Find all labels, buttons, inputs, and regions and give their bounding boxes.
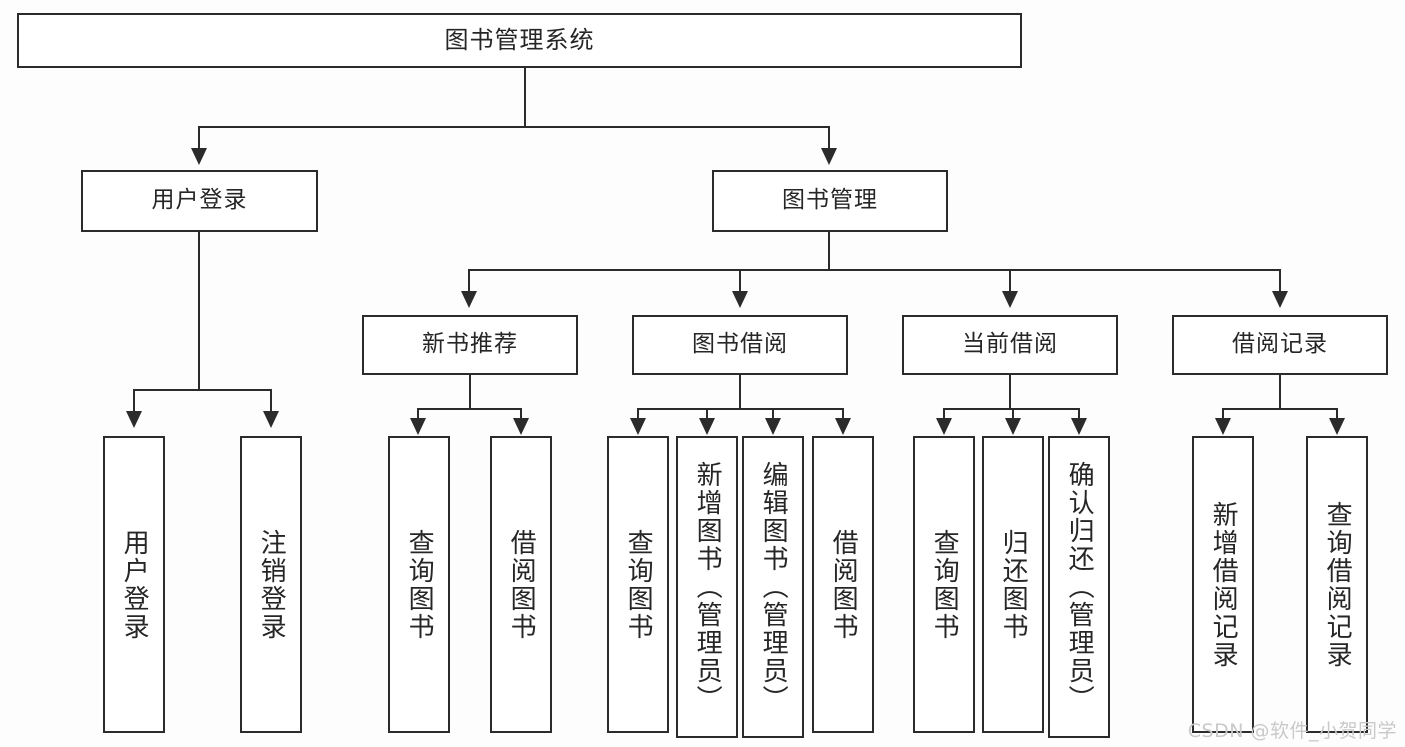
leaf-label: 查询图书 bbox=[929, 528, 960, 641]
leaf-user-login-logout[interactable]: 注销登录 bbox=[240, 436, 302, 733]
connector-root-stem bbox=[524, 68, 526, 127]
leaf-book-borrow-edit[interactable]: 编辑图书（管理员） bbox=[742, 436, 804, 738]
node-label: 图书借阅 bbox=[692, 331, 788, 358]
arrowhead-current-borrow-to-confirm bbox=[1071, 418, 1087, 435]
leaf-borrow-record-add[interactable]: 新增借阅记录 bbox=[1192, 436, 1254, 733]
node-new-book-recommend[interactable]: 新书推荐 bbox=[362, 315, 578, 375]
leaf-book-borrow-add[interactable]: 新增图书（管理员） bbox=[676, 436, 738, 738]
node-book-management[interactable]: 图书管理 bbox=[712, 170, 948, 232]
arrowhead-to-book-borrow bbox=[732, 291, 748, 308]
arrowhead-current-borrow-to-return bbox=[1005, 418, 1021, 435]
node-label: 用户登录 bbox=[151, 187, 248, 214]
leaf-new-book-query[interactable]: 查询图书 bbox=[388, 436, 450, 733]
node-label: 当前借阅 bbox=[962, 331, 1058, 358]
connector-new-book-bus bbox=[417, 408, 522, 410]
connector-book-borrow-bus bbox=[637, 408, 844, 410]
arrowhead-borrow-record-to-query bbox=[1329, 418, 1345, 435]
connector-root-to-user-login bbox=[198, 126, 200, 150]
connector-book-manage-stem bbox=[828, 232, 830, 270]
arrowhead-borrow-record-to-add bbox=[1215, 418, 1231, 435]
leaf-label: 借阅图书 bbox=[828, 528, 859, 641]
connector-current-borrow-stem bbox=[1009, 375, 1011, 409]
connector-book-borrow-stem bbox=[739, 375, 741, 409]
node-user-login[interactable]: 用户登录 bbox=[81, 170, 318, 232]
leaf-current-borrow-return[interactable]: 归还图书 bbox=[982, 436, 1044, 733]
connector-user-login-to-login bbox=[133, 389, 135, 413]
leaf-book-borrow-query[interactable]: 查询图书 bbox=[607, 436, 669, 733]
connector-root-to-book-manage bbox=[828, 126, 830, 150]
leaf-label: 确认归还（管理员） bbox=[1064, 461, 1095, 713]
connector-root-bus bbox=[198, 126, 828, 128]
connector-current-borrow-to-confirm bbox=[1078, 408, 1080, 424]
leaf-label: 编辑图书（管理员） bbox=[758, 461, 789, 713]
arrowhead-to-current-borrow bbox=[1002, 291, 1018, 308]
arrowhead-root-to-book-manage bbox=[821, 148, 837, 165]
connector-user-login-stem bbox=[198, 232, 200, 390]
connector-user-login-to-logout bbox=[270, 389, 272, 413]
leaf-book-borrow-lend[interactable]: 借阅图书 bbox=[812, 436, 874, 733]
arrowhead-to-new-book-recommend bbox=[461, 291, 477, 308]
connector-to-borrow-record bbox=[1279, 269, 1281, 293]
arrowhead-user-login-to-logout bbox=[263, 411, 279, 428]
node-book-borrow[interactable]: 图书借阅 bbox=[632, 315, 848, 375]
arrowhead-current-borrow-to-query bbox=[936, 418, 952, 435]
connector-new-book-to-borrow bbox=[520, 408, 522, 424]
arrowhead-book-borrow-to-query bbox=[630, 418, 646, 435]
arrowhead-book-borrow-to-edit bbox=[765, 418, 781, 435]
connector-borrow-record-to-add bbox=[1222, 408, 1224, 424]
arrowhead-book-borrow-to-add bbox=[699, 418, 715, 435]
arrowhead-new-book-to-borrow bbox=[513, 418, 529, 435]
connector-user-login-bus bbox=[133, 389, 272, 391]
node-label: 图书管理 bbox=[782, 187, 878, 214]
leaf-current-borrow-query[interactable]: 查询图书 bbox=[913, 436, 975, 733]
leaf-new-book-borrow[interactable]: 借阅图书 bbox=[490, 436, 552, 733]
leaf-label: 新增图书（管理员） bbox=[692, 461, 723, 713]
leaf-user-login-login[interactable]: 用户登录 bbox=[103, 436, 165, 733]
connector-new-book-stem bbox=[469, 375, 471, 409]
leaf-label: 归还图书 bbox=[998, 528, 1029, 641]
node-label: 图书管理系统 bbox=[444, 26, 595, 55]
connector-book-manage-bus bbox=[468, 269, 1280, 271]
node-label: 借阅记录 bbox=[1232, 331, 1328, 358]
connector-book-borrow-to-lend bbox=[842, 408, 844, 424]
connector-borrow-record-stem bbox=[1279, 375, 1281, 409]
arrowhead-root-to-user-login bbox=[191, 148, 207, 165]
arrowhead-new-book-to-query bbox=[410, 418, 426, 435]
connector-current-borrow-bus bbox=[943, 408, 1080, 410]
watermark-text: CSDN @软件_小贺同学 bbox=[1187, 720, 1397, 742]
leaf-label: 查询借阅记录 bbox=[1322, 500, 1353, 669]
connector-to-book-borrow bbox=[739, 269, 741, 293]
node-root-system[interactable]: 图书管理系统 bbox=[17, 13, 1022, 68]
connector-new-book-to-query bbox=[417, 408, 419, 424]
leaf-borrow-record-query[interactable]: 查询借阅记录 bbox=[1306, 436, 1368, 733]
leaf-label: 借阅图书 bbox=[506, 528, 537, 641]
arrowhead-book-borrow-to-lend bbox=[835, 418, 851, 435]
leaf-label: 新增借阅记录 bbox=[1208, 500, 1239, 669]
connector-current-borrow-to-query bbox=[943, 408, 945, 424]
node-label: 新书推荐 bbox=[422, 331, 518, 358]
connector-book-borrow-to-query bbox=[637, 408, 639, 424]
arrowhead-user-login-to-login bbox=[126, 411, 142, 428]
connector-book-borrow-to-edit bbox=[772, 408, 774, 424]
leaf-label: 查询图书 bbox=[404, 528, 435, 641]
connector-borrow-record-bus bbox=[1222, 408, 1338, 410]
leaf-label: 查询图书 bbox=[623, 528, 654, 641]
connector-borrow-record-to-query bbox=[1336, 408, 1338, 424]
leaf-current-borrow-confirm[interactable]: 确认归还（管理员） bbox=[1048, 436, 1110, 738]
leaf-label: 注销登录 bbox=[256, 528, 287, 641]
node-borrow-record[interactable]: 借阅记录 bbox=[1172, 315, 1388, 375]
leaf-label: 用户登录 bbox=[119, 528, 150, 641]
connector-to-new-book-recommend bbox=[468, 269, 470, 293]
connector-book-borrow-to-add bbox=[706, 408, 708, 424]
arrowhead-to-borrow-record bbox=[1272, 291, 1288, 308]
node-current-borrow[interactable]: 当前借阅 bbox=[902, 315, 1118, 375]
connector-to-current-borrow bbox=[1009, 269, 1011, 293]
connector-current-borrow-to-return bbox=[1012, 408, 1014, 424]
